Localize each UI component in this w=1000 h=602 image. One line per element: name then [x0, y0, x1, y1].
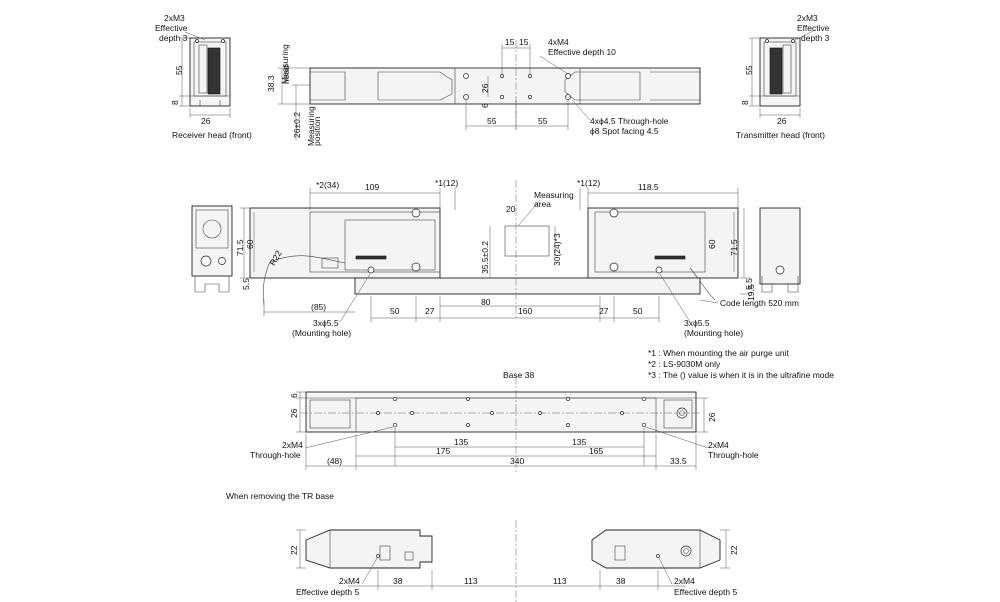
top-15b-dim: 15 — [519, 37, 529, 47]
tx-2xm3-label: 2xM3 — [797, 13, 818, 23]
base-135b-dim: 135 — [572, 437, 586, 447]
tx-depth-label: depth 3 — [801, 33, 830, 43]
mid-mounting-hole-left-label: (Mounting hole) — [292, 328, 351, 338]
rx-2xm3-label: 2xM3 — [164, 13, 185, 23]
mid-code-length-label: Code length 520 mm — [720, 298, 799, 308]
base-through-hole-left-label: Through-hole — [250, 450, 301, 460]
top-38-3-dim: 38.3 — [266, 75, 276, 92]
top-view — [278, 40, 701, 140]
base-title: Base 38 — [503, 370, 534, 380]
mid-measuring-area-label-2: area — [534, 199, 551, 209]
receiver-head-front-view — [179, 31, 231, 118]
top-26-dim: 26 — [480, 83, 490, 93]
top-measuring-head-label-1: Measuring — [280, 44, 290, 84]
mid-60a-dim: 60 — [245, 239, 255, 249]
base-26b-dim: 26 — [707, 412, 717, 422]
base-340-dim: 340 — [510, 456, 524, 466]
tx-55-dim: 55 — [744, 65, 754, 75]
note-1: *1 : When mounting the air purge unit — [648, 348, 789, 358]
top-eff10-label: Effective depth 10 — [548, 47, 616, 57]
tx-26-dim: 26 — [777, 116, 787, 126]
top-26-tol-dim: 26±0.2 — [292, 112, 302, 138]
mid-160-dim: 160 — [518, 306, 532, 316]
transmitter-head-front-view — [749, 29, 816, 118]
mid-27a-dim: 27 — [425, 306, 435, 316]
top-measuring-head-label-2: head — [281, 65, 291, 84]
mid-60b-dim: 60 — [707, 239, 717, 249]
rx-depth-label: depth 3 — [159, 33, 188, 43]
mid-30-24-dim: 30(24)*3 — [552, 233, 562, 266]
base-165-dim: 165 — [589, 446, 603, 456]
mid-50a-dim: 50 — [390, 306, 400, 316]
mid-2-34-dim: *2(34) — [316, 180, 339, 190]
mid-1-12a-dim: *1(12) — [435, 178, 458, 188]
mid-mounting-hole-right-label: (Mounting hole) — [684, 328, 743, 338]
rx-55-dim: 55 — [174, 65, 184, 75]
mid-19-5-dim: 19.5 — [746, 284, 756, 301]
top-15a-dim: 15 — [505, 37, 515, 47]
top-4xm4-label: 4xM4 — [548, 37, 569, 47]
rem-2xm4-left-label: 2xM4 — [339, 576, 360, 586]
rem-38a-dim: 38 — [393, 576, 403, 586]
base-through-hole-right-label: Through-hole — [708, 450, 759, 460]
rx-26-dim: 26 — [201, 116, 211, 126]
base-33-5-dim: 33.5 — [670, 456, 687, 466]
mid-118-5-dim: 118.5 — [638, 182, 659, 192]
base-175-dim: 175 — [436, 446, 450, 456]
receiver-head-caption: Receiver head (front) — [172, 130, 252, 140]
mid-measuring-area-label-1: Measuring — [534, 190, 574, 200]
mid-85-dim: (85) — [311, 302, 326, 312]
remove-title: When removing the TR base — [226, 491, 334, 501]
mid-27b-dim: 27 — [599, 306, 609, 316]
base-26a-dim: 26 — [289, 408, 299, 418]
top-55a-dim: 55 — [487, 116, 497, 126]
mid-35-5-dim: 35.5±0.2 — [480, 241, 490, 274]
top-through-hole-label: 4xϕ4.5 Through-hole — [590, 116, 669, 126]
rem-22a-dim: 22 — [289, 545, 299, 555]
top-spot-facing-label: ϕ8 Spot facing 4.5 — [590, 126, 659, 136]
rem-eff-left-label: Effective depth 5 — [296, 587, 359, 597]
top-55b-dim: 55 — [538, 116, 548, 126]
rem-113a-dim: 113 — [464, 576, 478, 586]
base-6-dim: 6 — [289, 393, 299, 398]
rx-effective-label: Effective — [155, 23, 188, 33]
base-38-view — [296, 376, 709, 472]
base-135a-dim: 135 — [454, 437, 468, 447]
base-48-dim: (48) — [327, 456, 342, 466]
rem-38b-dim: 38 — [616, 576, 626, 586]
mid-71-5a-dim: 71.5 — [235, 239, 245, 256]
rem-113b-dim: 113 — [553, 576, 567, 586]
base-2xm4-right-label: 2xM4 — [708, 440, 729, 450]
side-view — [191, 180, 801, 323]
top-measuring-position-label-2: position — [312, 116, 322, 146]
mid-5-5a-dim: 5.5 — [241, 278, 251, 290]
top-6-dim: 6 — [480, 103, 490, 108]
top-measuring-position-label-1: Measuring — [306, 106, 316, 146]
mid-50b-dim: 50 — [633, 306, 643, 316]
rem-22b-dim: 22 — [729, 545, 739, 555]
mid-20-dim: 20 — [506, 204, 516, 214]
mid-109-dim: 109 — [365, 182, 379, 192]
mid-80-dim: 80 — [481, 297, 491, 307]
mid-3x-hole-left-label: 3xϕ5.5 — [313, 318, 339, 328]
rem-2xm4-right-label: 2xM4 — [674, 576, 695, 586]
mid-1-12b-dim: *1(12) — [577, 178, 600, 188]
note-2: *2 : LS-9030M only — [648, 359, 721, 369]
tx-8-dim: 8 — [740, 100, 750, 105]
mid-5-5b-dim: 5.5 — [744, 278, 754, 290]
base-2xm4-left-label: 2xM4 — [282, 440, 303, 450]
note-3: *3 : The () value is when it is in the u… — [648, 370, 834, 380]
mid-71-5b-dim: 71.5 — [729, 239, 739, 256]
rx-8-dim: 8 — [170, 100, 180, 105]
transmitter-head-caption: Transmitter head (front) — [736, 130, 825, 140]
rem-eff-right-label: Effective depth 5 — [674, 587, 737, 597]
mid-3x-hole-right-label: 3xϕ5.5 — [684, 318, 710, 328]
tx-effective-label: Effective — [797, 23, 830, 33]
tr-base-removed-view — [296, 520, 730, 602]
